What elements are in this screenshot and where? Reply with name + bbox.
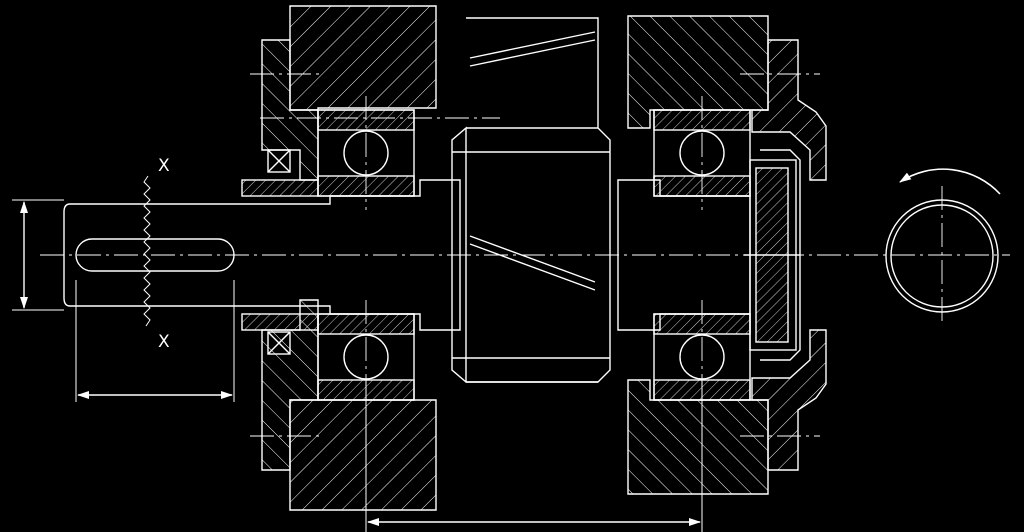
dimension-keyway-length <box>75 280 235 402</box>
dimension-shaft-diameter <box>12 199 64 311</box>
section-label-top: X <box>158 156 170 176</box>
helical-gear <box>451 17 611 383</box>
spacer-sleeve <box>241 179 319 331</box>
right-end-cap <box>751 39 827 471</box>
left-housing-lower <box>289 399 437 511</box>
section-cut-line <box>143 175 151 327</box>
centerlines <box>40 73 1010 437</box>
left-housing-upper <box>289 5 437 111</box>
section-label-bottom: X <box>158 332 170 352</box>
right-housing-upper <box>627 15 769 129</box>
shaft-seal <box>267 149 291 355</box>
rotation-symbol <box>885 168 1001 313</box>
left-end-cap <box>261 39 319 471</box>
